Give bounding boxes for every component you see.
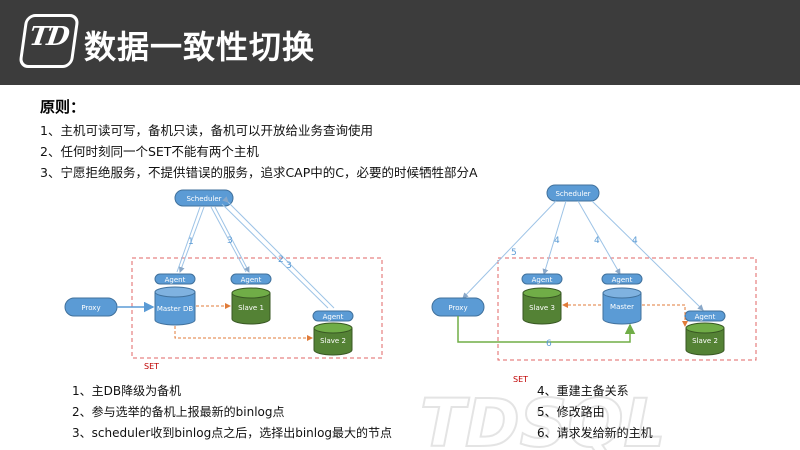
step-1: 1、主DB降级为备机 [72, 384, 182, 398]
master-db-cylinder [154, 292, 196, 326]
edge-label-3b: 3 [286, 261, 292, 271]
scheduler-label-right: Scheduler [555, 190, 590, 198]
edge-scheduler-slave1-2 [214, 206, 250, 273]
agent-label: Agent [323, 313, 344, 321]
step-3: 3、scheduler收到binlog点之后，选择出binlog最大的节点 [72, 426, 393, 440]
master-db-label: Master DB [157, 305, 194, 313]
new-master-cylinder [602, 293, 642, 325]
edge-scheduler-slave2-2 [222, 196, 335, 309]
edge-scheduler-slave1 [210, 206, 247, 273]
header-bar: TD 数据一致性切换 [0, 0, 800, 85]
agent-label: Agent [532, 276, 553, 284]
principle-item-1: 1、主机可读可写，备机只读，备机可以开放给业务查询使用 [40, 123, 373, 138]
replication-master-slave2-right [642, 304, 688, 327]
slave2-cylinder-right [685, 328, 725, 356]
agent-label: Agent [165, 276, 186, 284]
proxy-label-left: Proxy [81, 304, 100, 312]
slave2-cylinder-left [313, 328, 353, 356]
agent-label: Agent [612, 276, 633, 284]
agent-label: Agent [695, 313, 716, 321]
edge-scheduler-slave2-right [591, 200, 704, 311]
edge-scheduler-slave2 [221, 203, 329, 309]
slave2-top-left [313, 322, 353, 334]
agent-slave2-left [312, 310, 354, 322]
edge-label-2: 2 [278, 255, 284, 265]
set-label-right: SET [513, 375, 528, 384]
scheduler-label-left: Scheduler [186, 195, 221, 203]
edge-label-4c: 4 [632, 236, 638, 246]
step-4: 4、重建主备关系 [537, 384, 629, 398]
slave3-cylinder [522, 293, 562, 325]
slave1-top [231, 287, 271, 299]
slave3-top [522, 287, 562, 299]
step-5: 5、修改路由 [537, 405, 605, 419]
agent-label: Agent [241, 276, 262, 284]
master-db-top [154, 286, 196, 298]
step-2: 2、参与选举的备机上报最新的binlog点 [72, 405, 285, 419]
slave1-label: Slave 1 [238, 304, 264, 312]
edge-label-3a: 3 [227, 236, 233, 246]
edge-scheduler-slave3 [542, 200, 567, 275]
agent-slave3-right [521, 273, 563, 285]
route-proxy-new-master [457, 316, 636, 343]
edge-scheduler-master-right [577, 200, 621, 275]
principle-item-2: 2、任何时刻同一个SET不能有两个主机 [40, 144, 259, 159]
agent-master-right [601, 273, 643, 285]
edge-label-4a: 4 [554, 236, 560, 246]
edge-label-1: 1 [188, 237, 194, 247]
slave3-label: Slave 3 [529, 304, 555, 312]
agent-master-left [154, 273, 196, 285]
new-master-top [602, 287, 642, 299]
edge-label-6: 6 [546, 339, 552, 349]
principles-heading: 原则： [40, 98, 86, 116]
agent-slave1-left [230, 273, 272, 285]
edge-scheduler-master-2 [178, 206, 205, 273]
edge-label-5: 5 [511, 248, 517, 258]
set-label-left: SET [144, 362, 159, 371]
slave2-label-right: Slave 2 [692, 337, 718, 345]
scheduler-node-left [174, 189, 234, 207]
proxy-label-right: Proxy [448, 304, 467, 312]
slave2-label-left: Slave 2 [320, 337, 346, 345]
scheduler-node-right [546, 184, 600, 202]
edge-scheduler-master [176, 206, 201, 273]
watermark-text: TDSQL [420, 388, 666, 450]
new-master-label: Master [610, 303, 634, 311]
step-6: 6、请求发给新的主机 [537, 426, 653, 440]
principle-item-3: 3、宁愿拒绝服务，不提供错误的服务，追求CAP中的C，必要的时候牺牲部分A [40, 165, 478, 180]
page-title: 数据一致性切换 [84, 28, 316, 66]
set-boundary-right [497, 257, 757, 361]
tdsql-watermark: TDSQL [420, 388, 667, 450]
edge-label-4b: 4 [594, 236, 600, 246]
slave1-cylinder [231, 293, 271, 325]
replication-master-slave2 [174, 326, 313, 341]
agent-slave2-right [684, 310, 726, 322]
edge-scheduler-proxy [462, 200, 557, 299]
slave2-top-right [685, 322, 725, 334]
